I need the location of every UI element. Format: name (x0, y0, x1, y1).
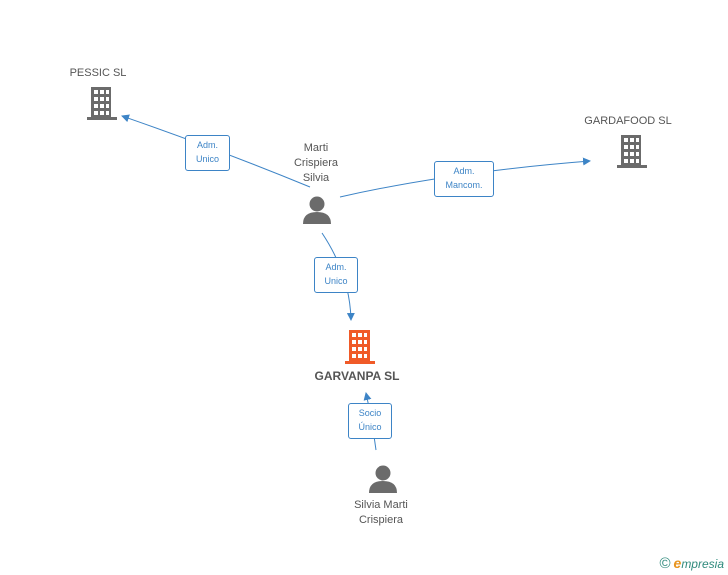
person-label-line: Marti (303, 142, 329, 154)
brand-initial: e (673, 555, 682, 571)
company-label-pessic[interactable]: PESSIC SL (69, 67, 127, 79)
person-icon[interactable] (368, 465, 398, 493)
relation-line: Adm. (196, 140, 218, 150)
person-icon[interactable] (302, 196, 332, 224)
relation-line: Unico (324, 276, 348, 286)
person-label-line: Crispiera (293, 157, 338, 169)
relation-badge-silvia-garvanpa[interactable]: Socio Único (348, 403, 392, 439)
company-label-gardafood[interactable]: GARDAFOOD SL (584, 115, 672, 127)
relation-line: Socio (358, 408, 382, 418)
relation-line: Adm. (325, 262, 347, 272)
building-icon[interactable] (86, 86, 118, 120)
company-label-garvanpa[interactable]: GARVANPA SL (314, 369, 400, 383)
relation-badge-marti-garvanpa[interactable]: Adm. Unico (314, 257, 358, 293)
relation-line: Único (358, 422, 382, 432)
relation-badge-marti-gardafood[interactable]: Adm. Mancom. (434, 161, 494, 197)
relation-line: Adm. (453, 166, 475, 176)
copyright-icon: © (659, 555, 671, 572)
empresia-logo: ©empresia (659, 555, 724, 572)
person-label-line: Silvia Marti (354, 499, 408, 511)
relation-badge-marti-pessic[interactable]: Adm. Unico (185, 135, 230, 171)
person-label-silvia[interactable]: Silvia Marti Crispiera (336, 498, 426, 528)
person-label-line: Silvia (302, 172, 330, 184)
person-label-marti[interactable]: Marti Crispiera Silvia (276, 141, 356, 186)
person-label-line: Crispiera (358, 514, 403, 526)
relation-line: Unico (195, 154, 219, 164)
building-icon[interactable] (344, 329, 376, 364)
brand-name: mpresia (681, 557, 724, 571)
relation-line: Mancom. (445, 180, 483, 190)
building-icon[interactable] (616, 134, 648, 168)
